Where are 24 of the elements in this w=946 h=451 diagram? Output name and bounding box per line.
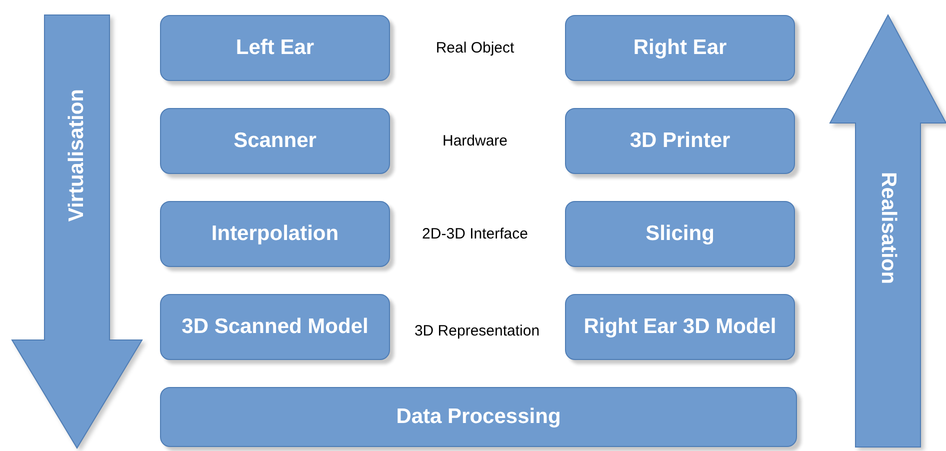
stage-label: Data Processing — [396, 405, 561, 429]
layer-label: Real Object — [436, 40, 514, 56]
process-box — [160, 15, 390, 81]
stage-label: Left Ear — [236, 36, 314, 60]
process-box — [160, 387, 797, 447]
layer-label: 2D-3D Interface — [422, 226, 528, 242]
process-box — [565, 15, 795, 81]
stage-label: Right Ear 3D Model — [584, 315, 776, 339]
process-box — [565, 294, 795, 360]
stage-label: Interpolation — [211, 222, 339, 246]
stage-label: 3D Printer — [630, 129, 730, 153]
layer-label: Hardware — [442, 132, 508, 150]
process-box — [160, 201, 390, 267]
process-box — [565, 108, 795, 174]
stage-label: Scanner — [234, 129, 316, 153]
stage-label: 3D Scanned Model — [182, 315, 368, 339]
layer-label: 3D Representation — [414, 322, 540, 340]
stage-label: Realisation — [876, 172, 900, 284]
process-box — [565, 201, 795, 267]
process-box — [160, 294, 390, 360]
stage-label: Virtualisation — [65, 88, 89, 222]
process-box — [160, 108, 390, 174]
stage-label: Slicing — [646, 222, 714, 246]
stage-label: Right Ear — [633, 36, 727, 60]
